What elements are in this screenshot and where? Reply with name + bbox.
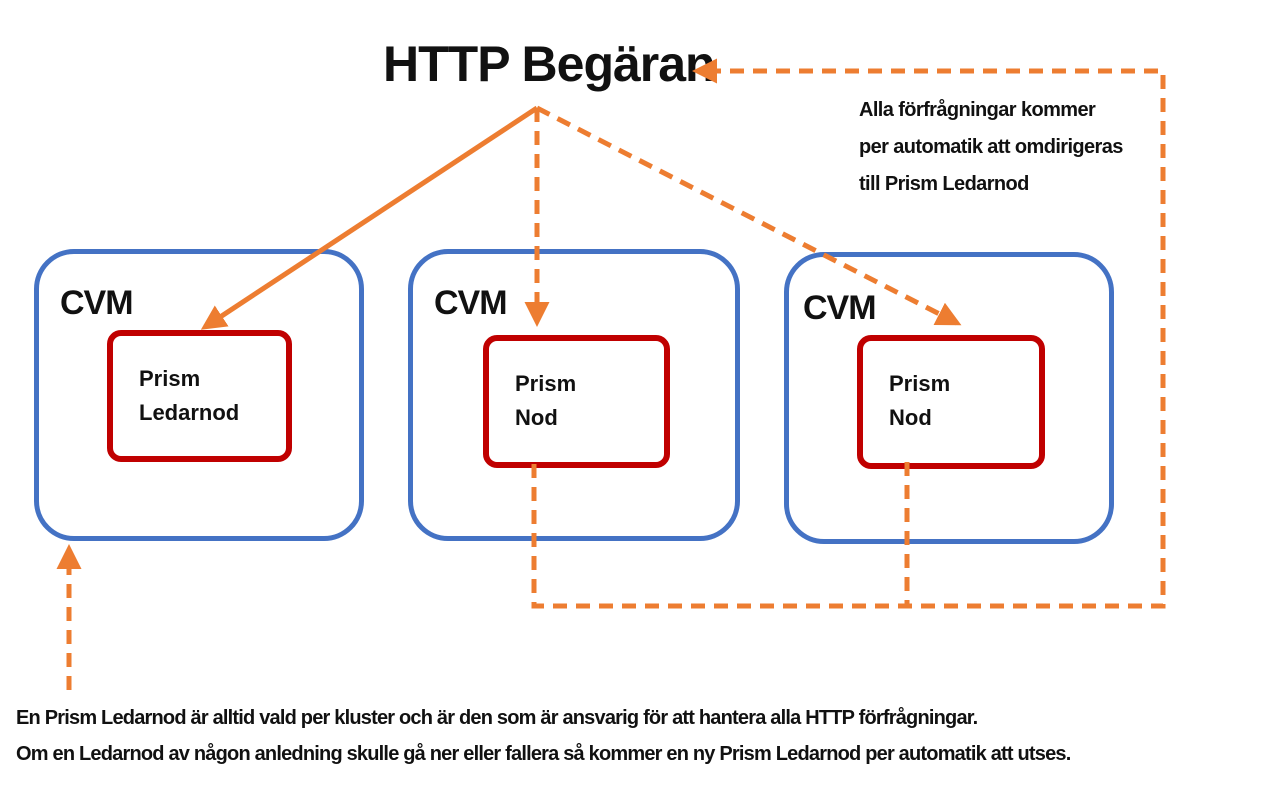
footer-line-1: En Prism Ledarnod är alltid vald per klu… <box>16 707 978 729</box>
footer-line-2: Om en Ledarnod av någon anledning skulle… <box>16 743 1071 765</box>
diagram-title: HTTP Begäran <box>383 36 716 92</box>
prism-node: Prism Nod <box>857 335 1045 469</box>
redirect-path <box>531 58 1166 609</box>
prism-role-label: Nod <box>889 405 932 430</box>
cvm-box-1: CVM Prism Ledarnod <box>34 249 364 541</box>
redirect-note: Alla förfrågningar kommer per automatik … <box>859 92 1123 203</box>
cvm-label: CVM <box>434 284 508 322</box>
prism-label: Prism <box>139 366 201 391</box>
prism-label: Prism <box>515 371 577 396</box>
prism-node: Prism Nod <box>483 335 670 468</box>
prism-role-label: Ledarnod <box>139 400 240 425</box>
request-arrow-to-node-3 <box>535 105 962 326</box>
request-arrow-to-leader <box>200 105 539 330</box>
footer-description: En Prism Ledarnod är alltid vald per klu… <box>16 700 1071 772</box>
prism-label: Prism <box>889 371 951 396</box>
cvm-label: CVM <box>803 289 877 327</box>
note-line-3: till Prism Ledarnod <box>859 173 1029 195</box>
prism-role-label: Nod <box>515 405 558 430</box>
prism-leader-node: Prism Ledarnod <box>107 330 292 462</box>
cvm-label: CVM <box>60 284 134 322</box>
cvm-box-2: CVM Prism Nod <box>408 249 740 541</box>
cvm-box-3: CVM Prism Nod <box>784 252 1114 544</box>
note-line-1: Alla förfrågningar kommer <box>859 99 1096 121</box>
note-line-2: per automatik att omdirigeras <box>859 136 1123 158</box>
